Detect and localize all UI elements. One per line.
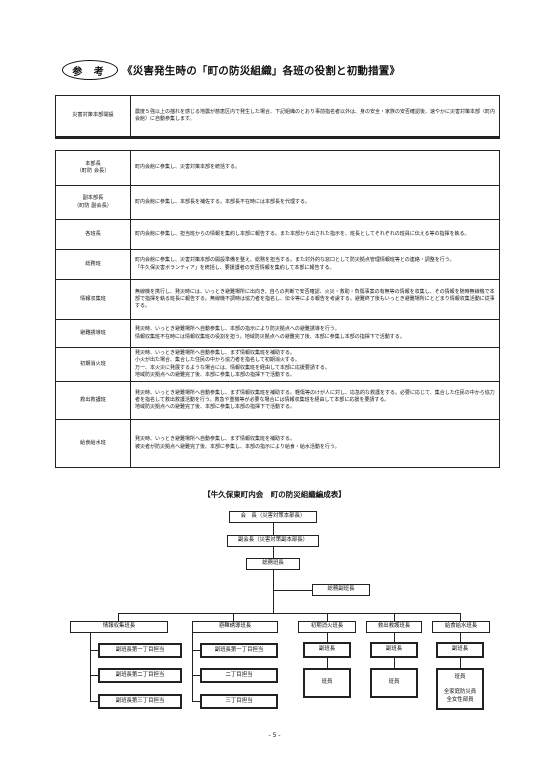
role-description-line: 発災時、いっとき避難場所へ自動参集し、まず情報収集班を補助する。 (135, 350, 296, 356)
role-label: 各班長 (56, 220, 131, 249)
hq-description: 震度５強以上の揺れを感じる地震が慈恵区内で発生した場合、下記組織のとおり事前指名… (135, 108, 496, 122)
team-leader-info: 情報収集班長 (70, 621, 168, 633)
firefighting-vice-leader: 副班長 (303, 642, 351, 658)
org-chart-title: 【牛久保東町内会 町の防災組織編成表】 (203, 490, 346, 499)
role-label-line: 給食給水班 (80, 439, 106, 446)
role-description-line: 発災時、いっとき避難場所へ自動参集し、まず情報収集班を補助する。 (135, 436, 296, 443)
role-row: 情報収集班 無線機を携行し、発災時には、いっとき避難場所に出向き、自らの判断で安否… (56, 279, 499, 319)
supply-extra-2: 全女性部員 (446, 696, 474, 703)
info-sub-3: 副班長第三丁目担当 (98, 694, 182, 709)
role-label: 本部長（町防 会長） (56, 151, 131, 185)
supply-member-label: 班員 (454, 674, 466, 681)
role-row: 本部長（町防 会長） 町内会館に参集し、災害対策本部を統括する。 (56, 151, 499, 185)
role-row: 各班長 町内会館に参集し、担当班からの情報を集約し本部に報告する。また本部から出さ… (56, 219, 499, 249)
role-description-line: 発災時、いっとき避難場所へ自動参集し、まず情報収集班を補助する。軽傷等のけが人に… (135, 389, 495, 403)
reference-badge: 参 考 (62, 60, 118, 80)
vice-chairman-box: 副会長（災害対策副本部長） (227, 535, 319, 547)
role-row: 避難誘導班 発災時、いっとき避難場所へ自動参集し、本部の指示により防災拠点への避難… (56, 319, 499, 347)
info-sub-1: 副班長第一丁目担当 (98, 643, 182, 658)
role-description-line: 発災時、いっとき避難場所へ自動参集し、本部の指示により防災拠点への避難誘導を行う… (135, 326, 340, 333)
role-description: 発災時、いっとき避難場所へ自動参集し、まず情報収集班を補助する。小火が出た場合、… (131, 348, 499, 381)
role-description-line: 「牛久保災害ボランティア」を統括し、要援護者の安否情報を集約して本部に報告する。 (135, 264, 335, 271)
role-description: 町内会館に参集し、災害対策本部を統括する。 (131, 151, 499, 185)
role-row: 救出救護班 発災時、いっとき避難場所へ自動参集し、まず情報収集班を補助する。軽傷等… (56, 381, 499, 419)
role-label: 情報収集班 (56, 280, 131, 319)
supply-vice-leader: 副班長 (436, 642, 484, 658)
team-leader-rescue: 救出救護班長 (366, 621, 422, 633)
role-description: 町内会館に参集し、担当班からの情報を集約し本部に報告する。また本部から出された指… (131, 220, 499, 249)
role-description: 無線機を携行し、発災時には、いっとき避難場所に出向き、自らの判断で安否確認、火災… (131, 280, 499, 319)
role-label: 給食給水班 (56, 420, 131, 467)
role-description-line: 町内会館に参集し、本部長を補佐する。本部長不在時には本部長を代理する。 (135, 198, 311, 205)
evac-sub-2: 二丁目担当 (200, 668, 278, 683)
role-description-line: 地域防災拠点への避難完了後、本部に参集し本部の指揮下で活動する。 (135, 371, 296, 378)
general-leader-box: 総務班長 (246, 558, 300, 570)
role-description: 発災時、いっとき避難場所へ自動参集し、まず情報収集班を補助する。軽傷等のけが人に… (131, 382, 499, 419)
evac-sub-3: 三丁目担当 (200, 694, 278, 709)
page-number: - 5 - (268, 732, 281, 739)
team-leader-supply: 給食給水班長 (432, 621, 490, 633)
rescue-vice-leader: 副班長 (370, 642, 418, 658)
role-label-line: 避難誘導班 (80, 329, 106, 336)
role-label-line: 総務班 (85, 260, 101, 267)
team-leader-firefighting: 初期消火班長 (298, 621, 356, 633)
role-description-line: 万一、本火災に発展するような場合には、情報収集班を経由して本部に応援要請する。 (135, 364, 330, 371)
rescue-members: 班員 (370, 668, 418, 698)
role-description: 町内会館に参集し、本部長を補佐する。本部長不在時には本部長を代理する。 (131, 186, 499, 219)
role-description-line: 町内会館に参集し、災害対策本部の開設準備を整え、総務を担当する。また対外的な窓口… (135, 257, 455, 264)
role-description: 発災時、いっとき避難場所へ自動参集し、まず情報収集班を補助する。被災者が防災拠点… (131, 420, 499, 467)
role-description-line: 町内会館に参集し、災害対策本部を統括する。 (135, 164, 241, 171)
role-description-line: 町内会館に参集し、担当班からの情報を集約し本部に報告する。また本部から出された指… (135, 230, 470, 237)
supply-extra-1: 全家庭防災員 (443, 689, 477, 696)
role-description-line: 無線機を携行し、発災時には、いっとき避難場所に出向き、自らの判断で安否確認、火災… (135, 288, 495, 310)
role-label: 総務班 (56, 250, 131, 279)
firefighting-members: 班員 (303, 668, 351, 698)
general-vice-leader-box: 総務副班長 (312, 584, 370, 596)
role-label: 副本部長（町防 副会長） (56, 186, 131, 219)
role-description-line: 情報収集班不在時には情報収集班の役割を担う。地域防災拠点への避難完了後、本部に参… (135, 333, 405, 340)
chairman-box: 会 長（災害対策本部長） (229, 511, 317, 523)
document-title: 《災害発生時の「町の防災組織」各班の役割と初動措置》 (122, 64, 401, 77)
team-leader-evacuation: 避難誘導班長 (192, 621, 278, 633)
role-row: 初期消火班 発災時、いっとき避難場所へ自動参集し、まず情報収集班を補助する。小火が… (56, 347, 499, 381)
role-label-line: （町防 会長） (76, 168, 110, 174)
role-label: 救出救護班 (56, 382, 131, 419)
role-label-line: 本部長 (85, 160, 101, 167)
hq-establishment-box: 災害対策本部開設 震度５強以上の揺れを感じる地震が慈恵区内で発生した場合、下記組… (55, 95, 500, 139)
role-description: 発災時、いっとき避難場所へ自動参集し、本部の指示により防災拠点への避難誘導を行う… (131, 320, 499, 347)
role-description-line: 被災者が防災拠点へ避難完了後、本部に参集し、本部の指示により給食・給水活動を行う… (135, 443, 340, 450)
role-label-line: 各班長 (85, 230, 101, 237)
role-row: 給食給水班 発災時、いっとき避難場所へ自動参集し、まず情報収集班を補助する。被災者… (56, 419, 499, 467)
role-label: 初期消火班 (56, 348, 131, 381)
supply-members: 班員 全家庭防災員 全女性部員 (436, 668, 484, 710)
role-label-line: （町防 副会長） (74, 202, 112, 209)
role-label-line: 情報収集班 (80, 295, 106, 302)
role-label-line: 副本部長 (82, 195, 104, 202)
info-sub-2: 副班長第二丁目担当 (98, 668, 182, 683)
roles-table: 本部長（町防 会長） 町内会館に参集し、災害対策本部を統括する。副本部長（町防 副… (55, 150, 500, 468)
role-label-line: 救出救護班 (80, 396, 106, 403)
evac-sub-1: 副班長第一丁目担当 (200, 643, 278, 658)
role-label: 避難誘導班 (56, 320, 131, 347)
document-title-row: 参 考 《災害発生時の「町の防災組織」各班の役割と初動措置》 (62, 58, 482, 82)
role-description-line: 地域防災拠点への避難完了後、本部に参集し本部の指揮下で活動する。 (135, 404, 296, 411)
hq-label: 災害対策本部開設 (56, 96, 131, 136)
role-row: 副本部長（町防 副会長） 町内会館に参集し、本部長を補佐する。本部長不在時には本部… (56, 185, 499, 219)
role-label-line: 初期消火班 (80, 360, 106, 367)
role-description-line: 小火が出た場合、集合した住民の中から協力者を指名して初期消火する。 (135, 357, 300, 364)
role-row: 総務班 町内会館に参集し、災害対策本部の開設準備を整え、総務を担当する。また対外的… (56, 249, 499, 279)
role-description: 町内会館に参集し、災害対策本部の開設準備を整え、総務を担当する。また対外的な窓口… (131, 250, 499, 279)
